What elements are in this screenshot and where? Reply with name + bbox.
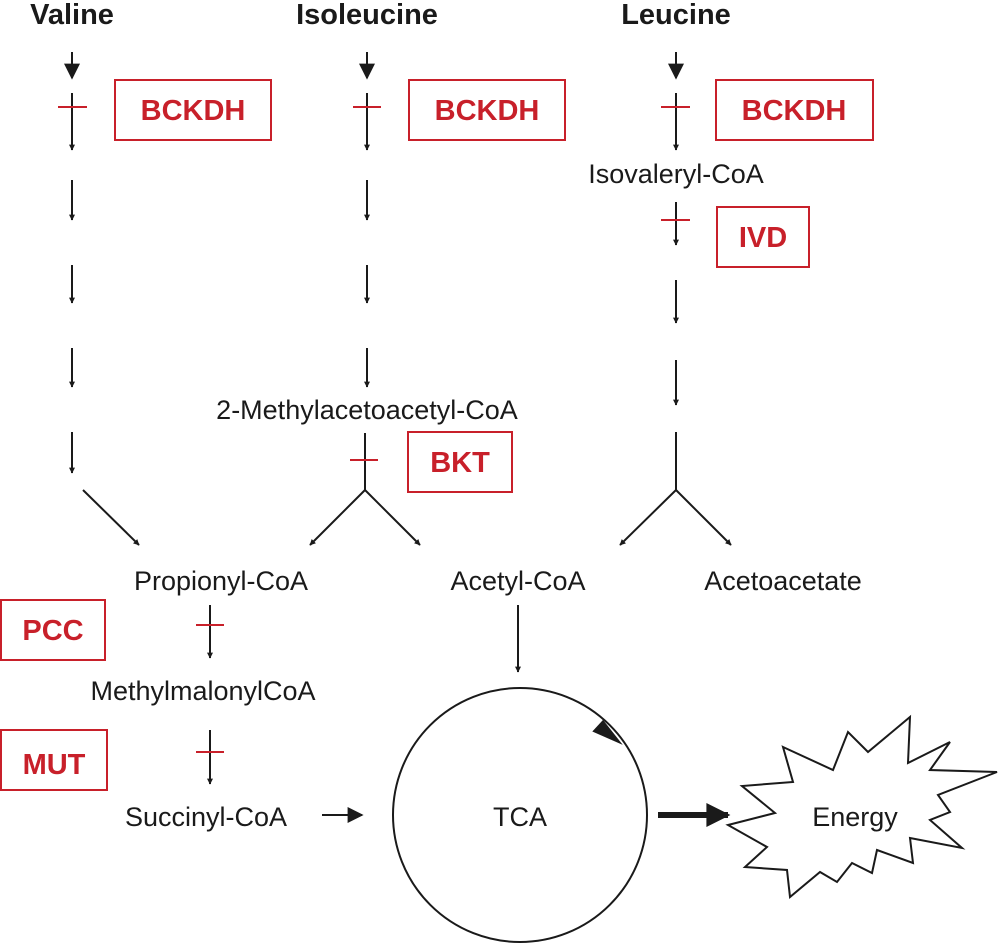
enzyme-label: BKT xyxy=(430,447,490,479)
enzyme-label: MUT xyxy=(23,749,86,781)
enzyme-label: IVD xyxy=(739,222,787,254)
valine-label: Valine xyxy=(30,0,114,31)
enzyme-label: BCKDH xyxy=(742,95,847,127)
leucine-label: Leucine xyxy=(621,0,731,31)
succinyl-coa-label: Succinyl-CoA xyxy=(125,802,287,832)
enzyme-bckdh-isoleucine: BCKDH xyxy=(408,79,566,141)
tca-cycle: TCA xyxy=(392,687,648,943)
enzyme-mut: MUT xyxy=(0,729,108,791)
enzyme-bkt: BKT xyxy=(407,431,513,493)
energy-burst: Energy xyxy=(725,714,998,899)
methylmalonyl-coa-label: MethylmalonylCoA xyxy=(90,676,315,706)
acetoacetate-label: Acetoacetate xyxy=(704,566,862,596)
methylacetoacetyl-coa-label: 2-Methylacetoacetyl-CoA xyxy=(216,395,518,425)
energy-label: Energy xyxy=(812,802,898,832)
enzyme-pcc: PCC xyxy=(0,599,106,661)
acetyl-coa-label: Acetyl-CoA xyxy=(450,566,585,596)
propionyl-coa-label: Propionyl-CoA xyxy=(134,566,308,596)
isoleucine-label: Isoleucine xyxy=(296,0,438,31)
leucine-to-acetyl-arrow xyxy=(619,489,677,546)
enzyme-bckdh-leucine: BCKDH xyxy=(715,79,874,141)
enzyme-label: BCKDH xyxy=(141,95,246,127)
leucine-pathway xyxy=(619,52,732,546)
enzyme-label: PCC xyxy=(22,615,83,647)
enzyme-label: BCKDH xyxy=(435,95,540,127)
tca-label: TCA xyxy=(493,802,547,832)
tca-cycle-direction-arrowhead xyxy=(592,719,623,745)
isoleucine-pathway xyxy=(309,52,421,546)
energy-starburst-shape xyxy=(725,714,998,899)
tca-cycle-circle xyxy=(392,687,648,943)
isovaleryl-coa-label: Isovaleryl-CoA xyxy=(588,159,764,189)
isoleucine-to-propionyl-arrow xyxy=(309,489,366,546)
valine-pathway xyxy=(58,52,140,546)
leucine-to-acetoacetate-arrow xyxy=(675,489,732,546)
valine-to-propionyl-arrow xyxy=(82,489,140,546)
isoleucine-to-acetyl-arrow xyxy=(364,489,421,546)
enzyme-ivd: IVD xyxy=(716,206,810,268)
propionate-pathway xyxy=(196,605,364,823)
enzyme-bckdh-valine: BCKDH xyxy=(114,79,272,141)
